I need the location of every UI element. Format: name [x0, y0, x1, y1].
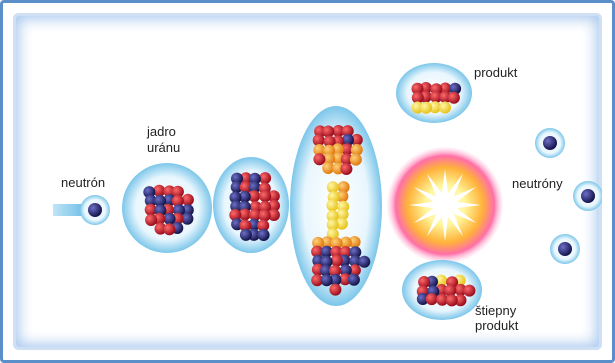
nucleon — [329, 284, 341, 296]
explosion-flash-icon — [387, 147, 503, 263]
label-product: produkt — [474, 65, 518, 80]
nucleon — [164, 213, 176, 225]
nucleon — [258, 229, 270, 241]
label-fission-line1: štiepny — [475, 303, 517, 318]
nuclear-fission-diagram: neutrón jadro uránu produkt neutróny šti… — [13, 13, 602, 350]
diagram-panel: neutrón jadro uránu produkt neutróny šti… — [13, 13, 602, 350]
nucleon — [340, 163, 352, 175]
nucleon — [426, 293, 438, 305]
nucleon — [439, 102, 451, 114]
nucleon — [322, 126, 334, 138]
emitted-neutron-3 — [550, 234, 580, 264]
nucleon — [313, 153, 325, 165]
nucleon — [348, 274, 360, 286]
nucleon — [331, 255, 343, 267]
nucleon — [145, 214, 157, 226]
label-fission-line2: produkt — [475, 318, 519, 333]
nucleon — [446, 294, 458, 306]
uranium-nucleus — [122, 163, 212, 253]
nucleon — [358, 256, 370, 268]
fission-product-bottom — [402, 260, 482, 320]
nucleon — [259, 190, 271, 202]
label-neutron: neutrón — [61, 175, 105, 190]
emitted-neutron-2 — [573, 181, 602, 211]
nucleon — [463, 285, 475, 297]
fission-product-top — [396, 63, 472, 123]
label-neutrons: neutróny — [512, 176, 563, 191]
nucleon — [163, 223, 175, 235]
nucleon — [326, 199, 338, 211]
nucleon — [321, 274, 333, 286]
nucleon — [420, 102, 432, 114]
nucleon — [448, 92, 460, 104]
splitting-nucleus — [290, 106, 382, 306]
nucleon — [259, 210, 271, 222]
nucleon — [259, 172, 271, 184]
nucleon — [240, 229, 252, 241]
nucleon — [350, 154, 362, 166]
deformed-nucleus — [213, 157, 289, 253]
label-nucleus-line2: uránu — [147, 140, 180, 155]
emitted-neutron-1 — [535, 128, 565, 158]
incoming-neutron — [80, 195, 110, 225]
label-nucleus-line1: jadro — [146, 124, 176, 139]
